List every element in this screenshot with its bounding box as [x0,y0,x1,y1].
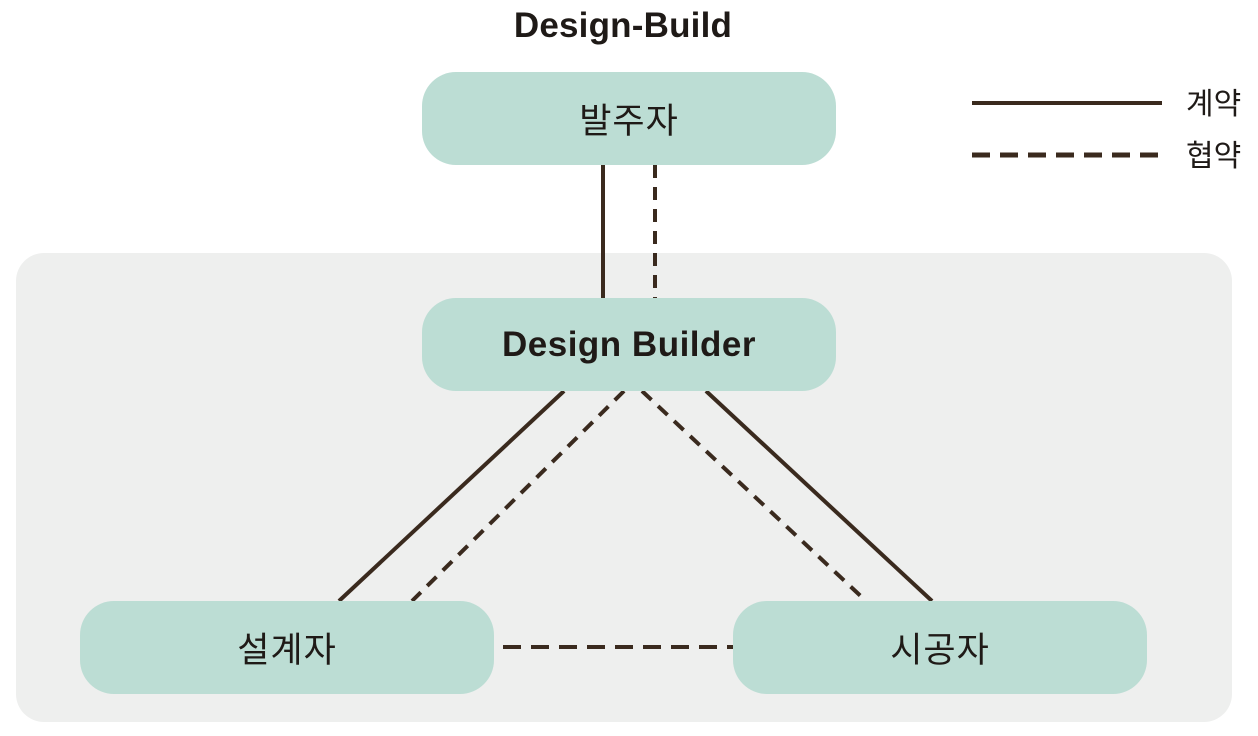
contractor-node: 시공자 [733,601,1147,694]
builder-designer-agreement-line [410,389,626,603]
designer-node-label: 설계자 [237,631,337,671]
builder-designer-contract-line [337,389,566,603]
client-node-label: 발주자 [579,102,679,142]
client-node: 발주자 [422,72,836,165]
builder-contractor-contract-line [704,389,934,603]
builder-contractor-agreement-line [640,389,868,603]
contractor-node-label: 시공자 [890,631,990,671]
legend-agreement-label: 협약 [1186,139,1242,174]
legend-contract-label: 계약 [1186,87,1242,122]
designer-node: 설계자 [80,601,494,694]
diagram-title: Design-Build [513,6,733,45]
design-builder-node: Design Builder [422,298,836,391]
design-builder-node-label: Design Builder [502,324,756,364]
